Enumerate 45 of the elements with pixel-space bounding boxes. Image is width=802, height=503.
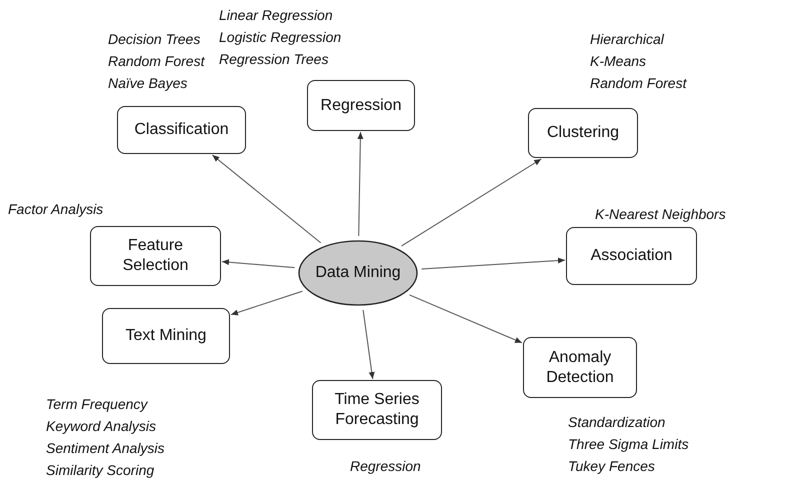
node-label: Text Mining: [126, 326, 206, 346]
method-label: K-Nearest Neighbors: [595, 205, 726, 224]
method-label: Standardization: [568, 413, 666, 432]
category-box: [102, 308, 230, 364]
method-label: Similarity Scoring: [46, 461, 156, 480]
method-label: Three Sigma Limits: [568, 435, 689, 454]
arrow: [421, 258, 566, 270]
category-box: [523, 337, 637, 398]
method-label: Linear Regression: [219, 6, 334, 25]
arrow: [222, 259, 296, 268]
central-ellipse: [298, 240, 418, 306]
category-box: [528, 108, 638, 158]
method-label: Naïve Bayes: [108, 74, 188, 93]
category-box: [566, 227, 697, 285]
node-label: Feature Selection: [122, 236, 190, 276]
method-label: Tukey Fences: [568, 457, 656, 476]
node-label: Classification: [134, 120, 229, 140]
node-label: Time Series Forecasting: [334, 390, 420, 430]
arrow: [409, 294, 522, 344]
method-label: Hierarchical: [590, 30, 666, 49]
node-label: Data Mining: [315, 263, 401, 283]
category-box: [117, 106, 246, 154]
method-label: Term Frequency: [46, 395, 149, 414]
arrow: [357, 132, 364, 236]
arrow: [401, 158, 542, 246]
method-label: Regression Trees: [219, 50, 330, 69]
method-label: Keyword Analysis: [46, 417, 157, 436]
node-label: Regression: [320, 96, 402, 116]
arrow: [212, 154, 322, 244]
method-label: K-Means: [590, 52, 648, 71]
node-label: Association: [590, 246, 672, 266]
category-box: [312, 380, 442, 440]
method-label: Decision Trees: [108, 30, 202, 49]
method-label: Factor Analysis: [8, 200, 104, 219]
node-label: Clustering: [546, 123, 620, 143]
method-label: Random Forest: [590, 74, 686, 93]
method-label: Logistic Regression: [219, 28, 342, 47]
node-label: Anomaly Detection: [545, 348, 615, 388]
category-box: [90, 226, 221, 286]
method-label: Sentiment Analysis: [46, 439, 165, 458]
arrow: [362, 309, 375, 380]
method-label: Random Forest: [108, 52, 204, 71]
method-label: Regression: [350, 457, 421, 476]
category-box: [307, 80, 415, 131]
arrow: [230, 290, 303, 316]
